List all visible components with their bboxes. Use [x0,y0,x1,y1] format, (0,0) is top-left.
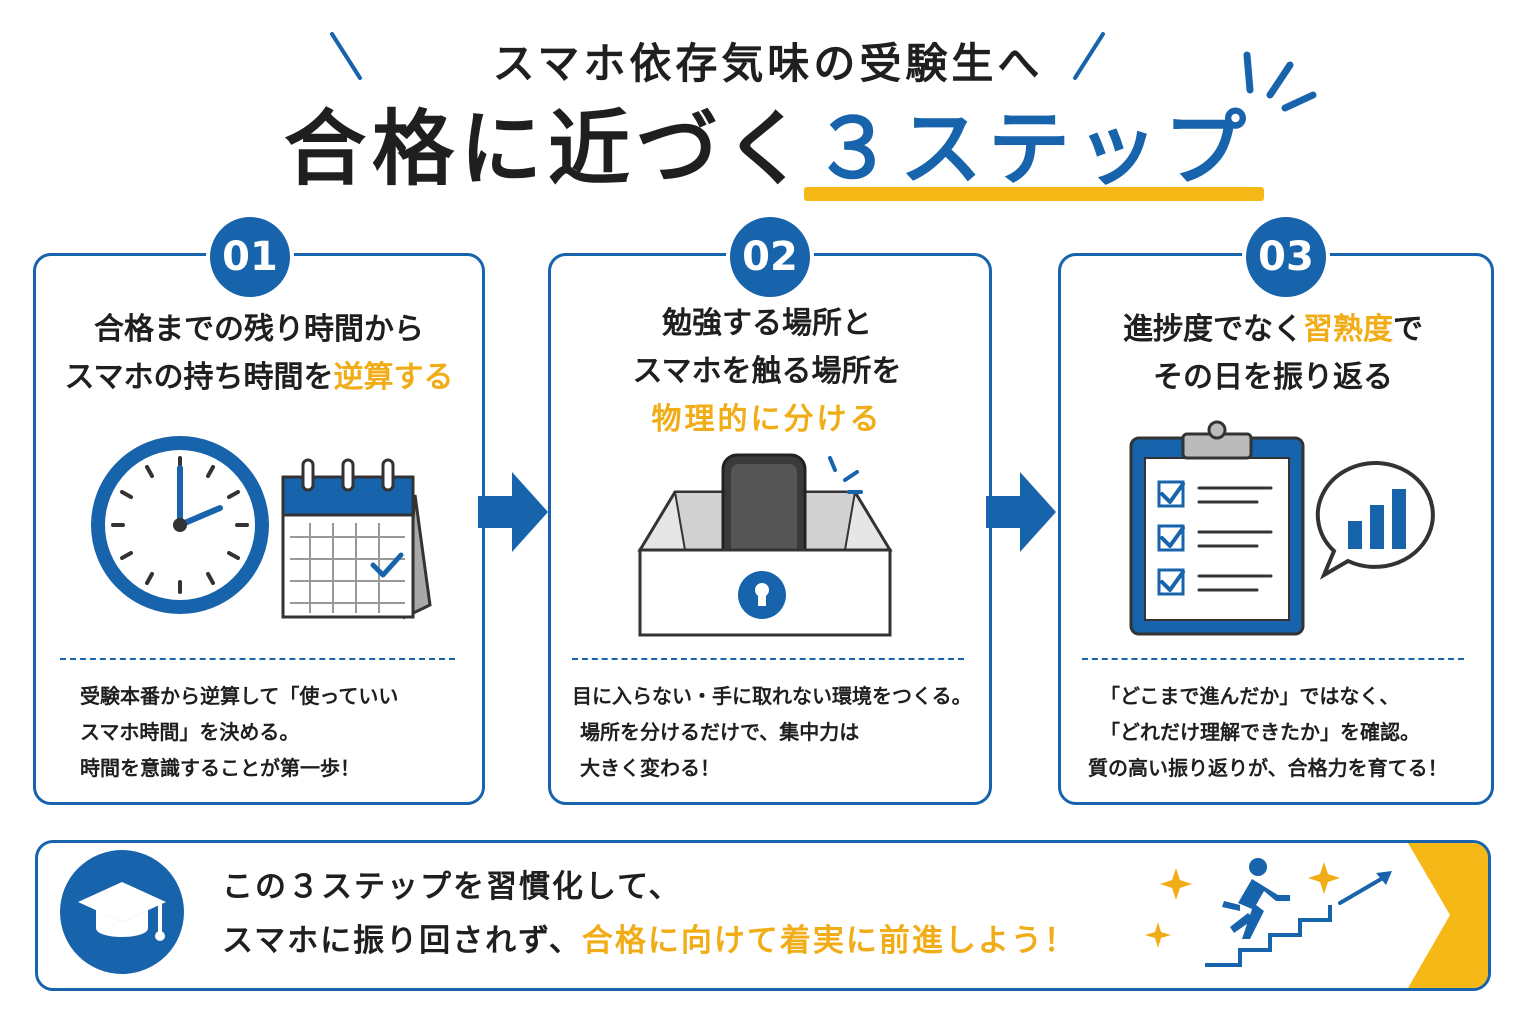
step-2-desc-line: 場所を分けるだけで、集中力は [580,720,860,744]
step-3-description: 「どこまで進んだか」ではなく、 「どれだけ理解できたか」を確認。 質の高い振り返… [1088,678,1483,786]
banner-chevron-shape [1408,843,1488,988]
step-number-badge-1: 01 [206,213,294,301]
step-2-heading-line1: 勉強する場所と [662,306,872,341]
step-3-desc-line: 質の高い振り返りが、合格力を育てる！ [1088,756,1448,780]
step-2-heading-line2: スマホを触る場所を [632,354,902,389]
step-1-heading-highlight: 逆算する [333,360,454,395]
step-1-description: 受験本番から逆算して「使っていい スマホ時間」を決める。 時間を意識することが第… [80,678,460,786]
banner-line1: この３ステップを習慣化して、 [222,869,682,905]
banner-line2-highlight: 合格に向けて着実に前進しよう！ [581,923,1077,959]
step-2-desc-line: 大きく変わる！ [580,756,720,780]
header-decoration-right [1073,32,1105,80]
step-3-heading-line2: その日を振り返る [1153,360,1393,395]
calendar-icon [281,458,432,620]
step-1-heading-line2: スマホの持ち時間を逆算する [36,354,482,402]
step-1-heading-line2-text: スマホの持ち時間を [64,360,334,395]
banner-line2-text: スマホに振り回されず、 [222,923,582,959]
banner-message: この３ステップを習慣化して、 スマホに振り回されず、合格に向けて着実に前進しよう… [222,860,1142,968]
step-1-divider [60,658,455,660]
clock-icon [91,436,269,614]
step-2-heading: 勉強する場所と スマホを触る場所を 物理的に分ける [548,300,986,444]
step-3-desc-line: 「どれだけ理解できたか」を確認。 [1100,720,1420,744]
title-main: 合格に近づく [283,102,812,197]
step-number-badge-2: 02 [726,213,814,301]
step-1-desc-line: 受験本番から逆算して「使っていい [80,684,399,708]
step-2-desc-line: 目に入らない・手に取れない環境をつくる。 [572,684,972,708]
title-accent: ３ステップ [803,95,1265,205]
header-subtitle: スマホ依存気味の受験生へ [492,39,1044,88]
emphasis-lines-icon [1243,51,1317,112]
step-1-heading: 合格までの残り時間から スマホの持ち時間を逆算する [36,306,482,402]
header-decoration-left [330,32,362,80]
step-3-heading-highlight: 習熟度 [1303,312,1393,347]
step-1-desc-line: 時間を意識することが第一歩！ [80,756,360,780]
phone-in-locked-box-icon [637,453,893,637]
step-1-heading-line1: 合格までの残り時間から [94,312,424,347]
runner-on-stairs-icon [1205,858,1392,967]
banner-line2: スマホに振り回されず、合格に向けて着実に前進しよう！ [222,914,1142,968]
step-1-desc-line: スマホ時間」を決める。 [80,720,300,744]
chart-bubble-icon [1315,460,1435,580]
step-2-divider [572,658,964,660]
page-title: 合格に近づく３ステップ [0,95,1536,205]
step-3-divider [1082,658,1464,660]
graduation-cap-icon [60,850,184,974]
step-3-heading: 進捗度でなく習熟度で その日を振り返る [1058,306,1488,402]
step-3-heading-text: 進捗度でなく [1123,312,1303,347]
sparkle-icon [1145,862,1340,948]
step-number-badge-3: 03 [1242,213,1330,301]
arrow-right-icon [478,472,548,552]
step-3-desc-line: 「どこまで進んだか」ではなく、 [1100,684,1400,708]
clipboard-checklist-icon [1129,420,1305,636]
step-3-heading-line1: 進捗度でなく習熟度で [1058,306,1488,354]
arrow-right-icon [986,472,1056,552]
step-2-description: 目に入らない・手に取れない環境をつくる。 場所を分けるだけで、集中力は 大きく変… [572,678,984,786]
step-2-heading-highlight: 物理的に分ける [651,402,883,437]
step-3-heading-text: で [1393,312,1423,347]
